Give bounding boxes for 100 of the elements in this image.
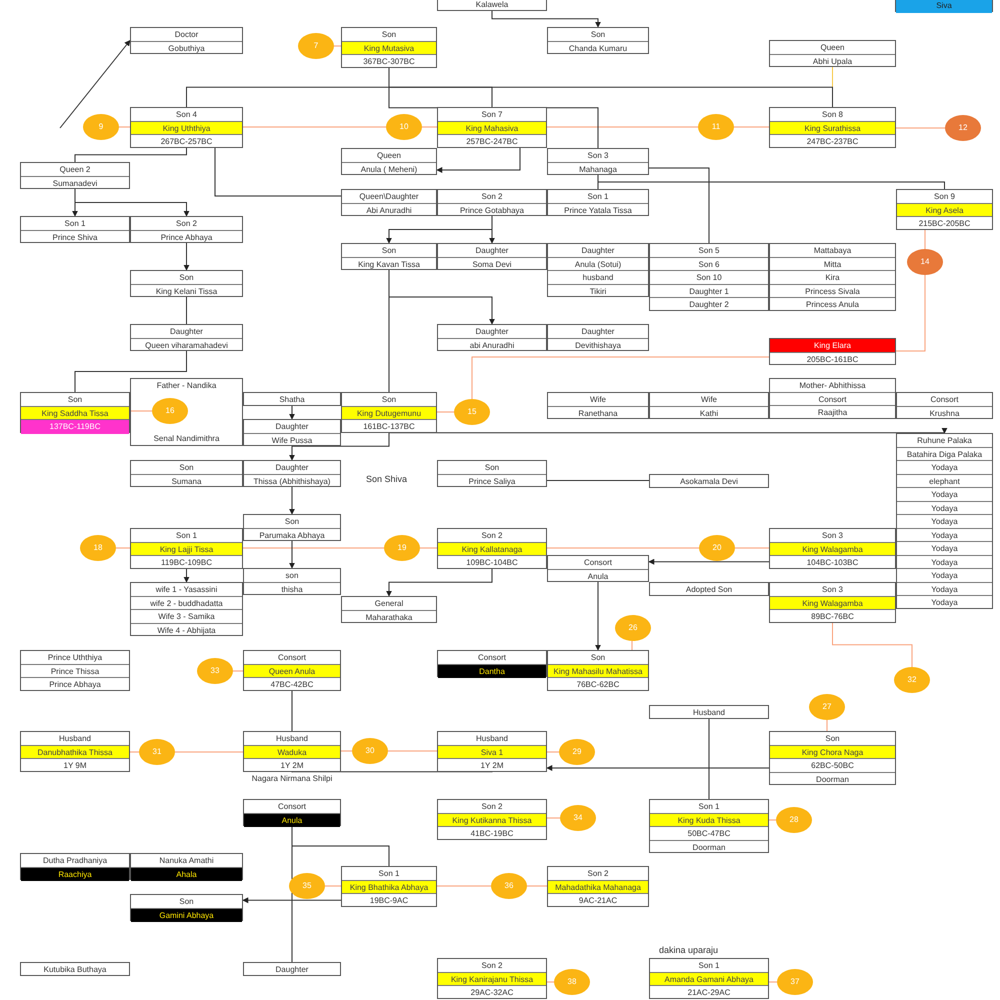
card-text: Son 2 [131, 217, 242, 230]
card-text: Tikiri [588, 286, 608, 298]
succession-line [388, 750, 438, 752]
person-card [649, 799, 769, 853]
succession-line [832, 622, 912, 668]
succession-number: 31 [139, 739, 175, 765]
person-card [649, 582, 769, 596]
person-card [547, 27, 649, 54]
card-text: 257BC-247BC [465, 136, 519, 148]
card-text: Daughter [548, 244, 648, 258]
person-card [649, 474, 769, 488]
card-text: Wife 4 - Abhijata [156, 624, 217, 637]
succession-number: 28 [776, 807, 812, 833]
highlighted-name: Queen Anula [244, 664, 340, 678]
person-card [243, 962, 341, 976]
card-text: Son [438, 461, 546, 474]
caption-text: Nagara Nirmana Shilpi [243, 772, 341, 785]
person-card [437, 324, 547, 351]
card-text: Shatha [278, 394, 306, 406]
succession-number: 37 [777, 969, 813, 995]
highlighted-name: Anula [244, 814, 340, 827]
person-card [437, 107, 547, 148]
highlighted-name: King Dutugemunu [342, 406, 436, 420]
person-card [437, 460, 547, 487]
card-text: Prince Uththiya [21, 651, 129, 664]
person-card [547, 555, 649, 582]
card-text: Yodaya [897, 461, 992, 474]
card-text: 267BC-257BC [160, 136, 214, 148]
card-text: 109BC-104BC [465, 557, 519, 569]
card-text: Prince Abhaya [48, 679, 102, 691]
person-card [341, 866, 437, 906]
person-card [243, 650, 341, 690]
card-text: elephant [897, 474, 992, 488]
card-text: Parumaka Abhaya [258, 530, 326, 542]
card-text: Kathi [698, 408, 720, 420]
person-card [769, 731, 896, 785]
card-text: King Kelani Tissa [154, 286, 218, 298]
succession-number: 11 [698, 114, 734, 140]
highlighted-name: Waduka [244, 746, 340, 759]
card-text: Queen [770, 41, 895, 54]
card-text: Kutubika Buthaya [42, 964, 108, 976]
card-text: Son 5 [650, 244, 768, 258]
arrow [388, 428, 948, 434]
card-text: Mahanaga [578, 164, 618, 176]
card-text: Wife 3 - Samika [131, 610, 242, 624]
succession-line [896, 274, 926, 352]
card-text: Mitta [770, 258, 895, 271]
succession-line [130, 410, 152, 412]
person-card [547, 148, 649, 175]
arrow [386, 568, 492, 597]
highlighted-name: Dantha [438, 664, 546, 678]
succession-line [422, 126, 438, 128]
arrow [595, 582, 601, 651]
highlighted-name: Siva [896, 0, 992, 12]
highlighted-name: Raachiya [21, 868, 129, 881]
card-text: Consort [548, 556, 648, 570]
highlighted-name: Siva 1 [438, 746, 546, 759]
card-text: Daughter 1 [650, 284, 768, 298]
highlighted-name: King Kallatanaga [438, 542, 546, 556]
person-card [769, 243, 896, 310]
card-text: Prince Gotabhaya [458, 204, 526, 217]
card-text: General [342, 597, 436, 610]
succession-number: 33 [197, 658, 233, 684]
person-card [649, 705, 769, 718]
card-text: 50BC-47BC [650, 827, 768, 840]
card-text: Consort [770, 392, 895, 406]
highlighted-name: King Asela [897, 204, 992, 217]
highlighted-name: Amanda Gamani Abhaya [650, 972, 768, 986]
succession-number: 36 [491, 873, 527, 899]
card-text: Son 3 [548, 149, 648, 162]
card-text: 41BC-19BC [470, 828, 514, 840]
succession-line [924, 229, 926, 250]
connector-line [388, 270, 390, 392]
person-card [769, 378, 896, 418]
person-card [130, 894, 243, 921]
card-text: Prince Saliya [468, 476, 516, 488]
succession-line [826, 720, 828, 732]
card-text: Wife Pussa [270, 434, 314, 446]
succession-line [242, 126, 386, 128]
person-card [243, 568, 341, 595]
person-card [341, 392, 437, 432]
succession-number: 35 [289, 873, 325, 899]
card-text: Soma Devi [471, 258, 513, 270]
person-card [769, 338, 896, 365]
card-text: Queen viharamahadevi [144, 340, 229, 352]
card-text: Yodaya [930, 597, 959, 609]
person-card [547, 189, 649, 216]
person-card [547, 324, 649, 351]
card-text: Yodaya [897, 528, 992, 542]
card-text: Maharathaka [364, 612, 414, 624]
card-text: Adopted Son [684, 584, 734, 596]
card-text: Devithishaya [574, 340, 622, 352]
person-card [341, 189, 437, 216]
highlighted-name: Ahala [131, 868, 242, 881]
arrow [289, 486, 295, 515]
highlighted-name: King Surathissa [770, 122, 895, 135]
person-card [547, 866, 649, 906]
person-card [437, 0, 547, 10]
succession-number: 26 [615, 615, 651, 641]
succession-number: 7 [298, 33, 334, 59]
